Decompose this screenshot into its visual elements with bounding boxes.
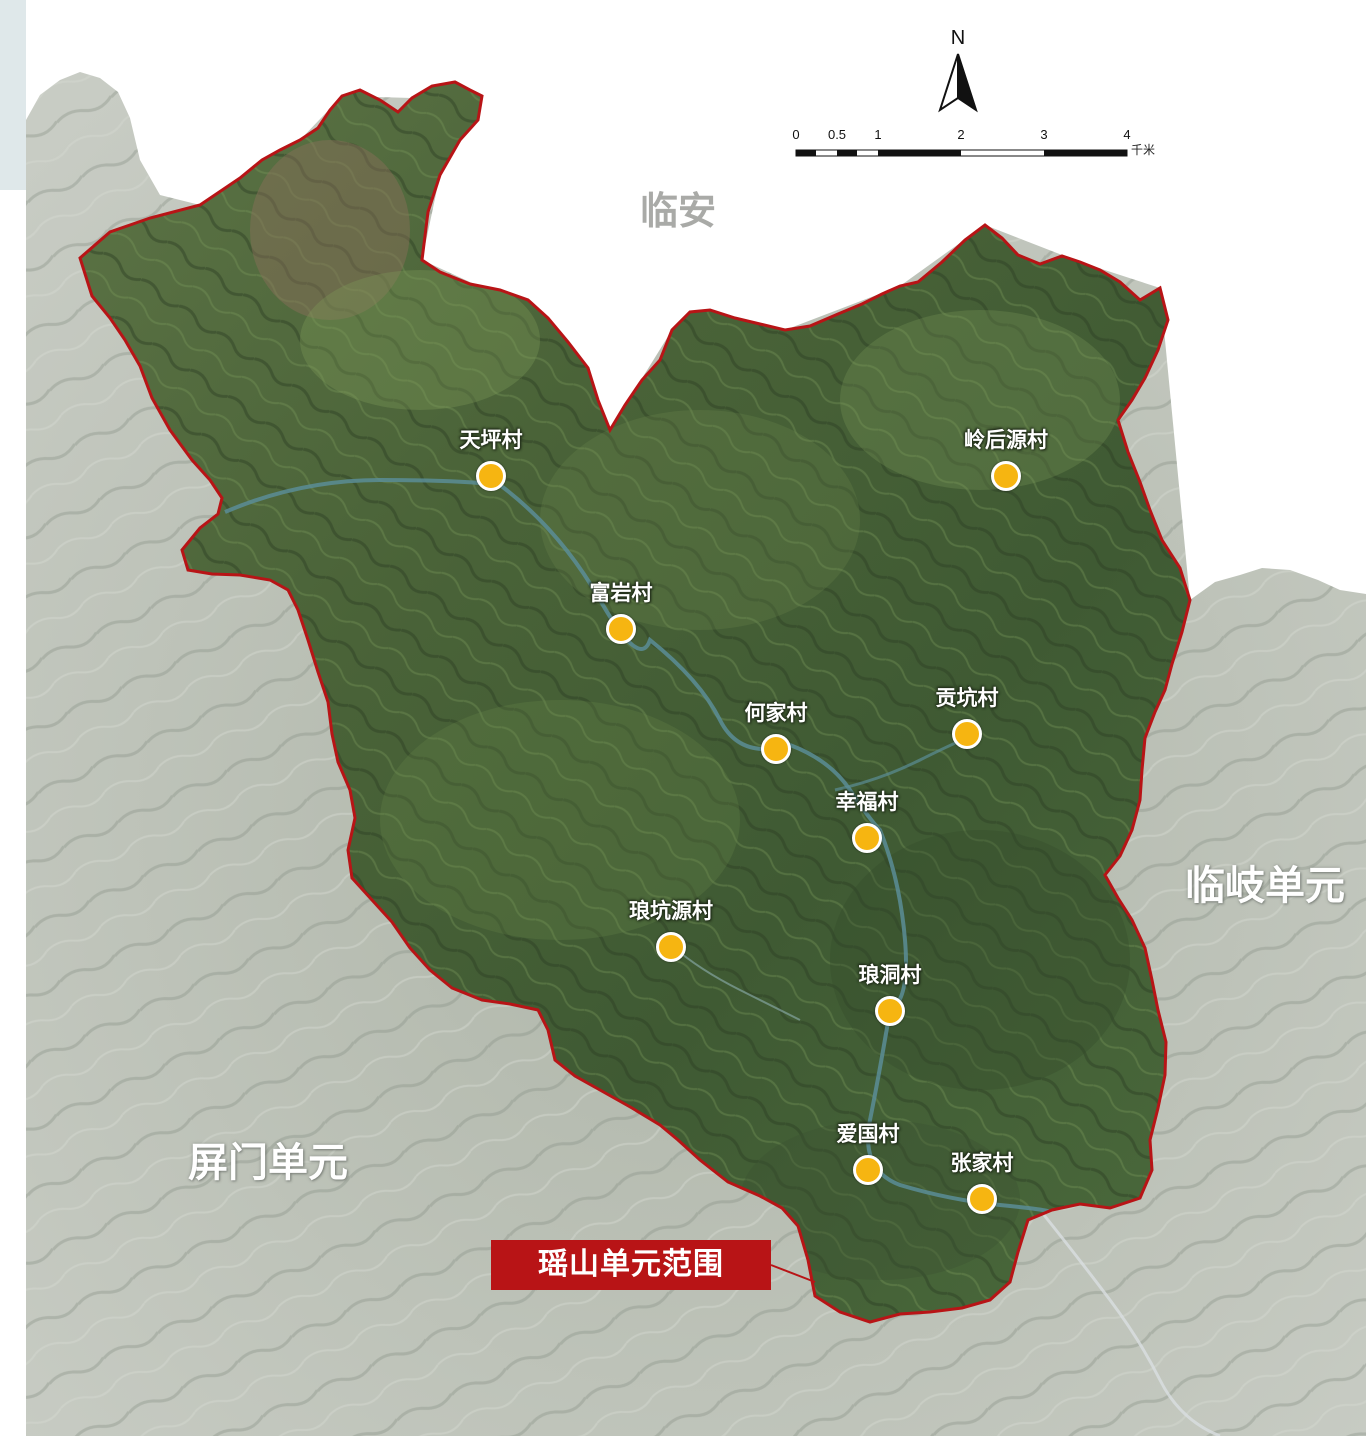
village-label: 爱国村 xyxy=(836,1122,900,1146)
village-dot-icon xyxy=(991,461,1021,491)
village-dot-icon xyxy=(852,823,882,853)
village-label: 琅洞村 xyxy=(858,963,922,987)
scale-unit-label: 千米 xyxy=(1131,143,1156,157)
scale-tick-4: 4 xyxy=(1123,127,1131,142)
village-label: 琅坑源村 xyxy=(629,899,713,923)
village-dot-icon xyxy=(875,996,905,1026)
sidebar-accent xyxy=(0,0,26,190)
village-label: 贡坑村 xyxy=(935,686,999,710)
compass: N xyxy=(930,28,986,118)
scale-tick-0: 0 xyxy=(792,127,800,142)
callout-leader xyxy=(770,1264,816,1283)
compass-letter: N xyxy=(950,27,966,49)
village-dot-icon xyxy=(761,734,791,764)
scale-bar-graphic xyxy=(795,149,1128,157)
village-dot-icon xyxy=(853,1155,883,1185)
region-label-east: 临岐单元 xyxy=(1185,863,1345,909)
village-dot-icon xyxy=(606,614,636,644)
scale-bar: 0 0.5 1 2 3 4 千米 xyxy=(785,128,1165,168)
village-label: 何家村 xyxy=(744,701,808,725)
region-label-north: 临安 xyxy=(640,189,717,233)
scale-tick-2: 2 xyxy=(957,127,965,142)
outer-river xyxy=(1038,1209,1221,1436)
village-dot-icon xyxy=(952,719,982,749)
village-label: 张家村 xyxy=(950,1151,1014,1175)
scale-tick-0-5: 0.5 xyxy=(827,127,847,142)
village-label: 天坪村 xyxy=(459,428,523,452)
north-arrow-icon xyxy=(938,53,978,113)
region-label-west: 屏门单元 xyxy=(188,1140,348,1186)
scale-tick-1: 1 xyxy=(874,127,882,142)
village-label: 幸福村 xyxy=(835,790,899,814)
village-label: 岭后源村 xyxy=(964,428,1048,452)
village-dot-icon xyxy=(967,1184,997,1214)
village-label: 富岩村 xyxy=(589,581,653,605)
village-dot-icon xyxy=(656,932,686,962)
unit-name-label: 瑶山单元范围 xyxy=(491,1240,771,1290)
scale-tick-3: 3 xyxy=(1040,127,1048,142)
village-dot-icon xyxy=(476,461,506,491)
